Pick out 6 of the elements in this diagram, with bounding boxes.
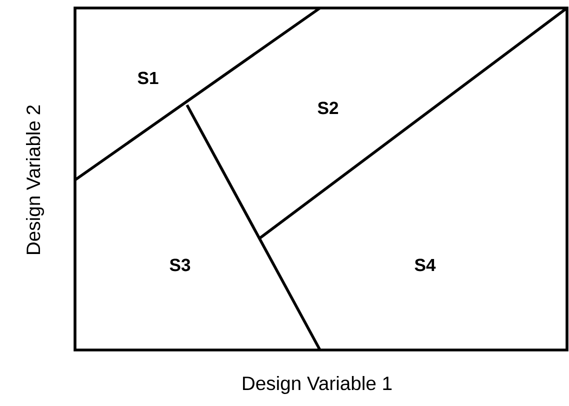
region-label: S3 xyxy=(170,258,190,272)
axis-label: Design Variable 2 xyxy=(26,105,44,254)
axis-label: Design Variable 1 xyxy=(243,376,392,394)
region-label: S4 xyxy=(414,258,436,272)
region-label: S1 xyxy=(138,72,158,84)
region-label: S2 xyxy=(318,102,338,114)
